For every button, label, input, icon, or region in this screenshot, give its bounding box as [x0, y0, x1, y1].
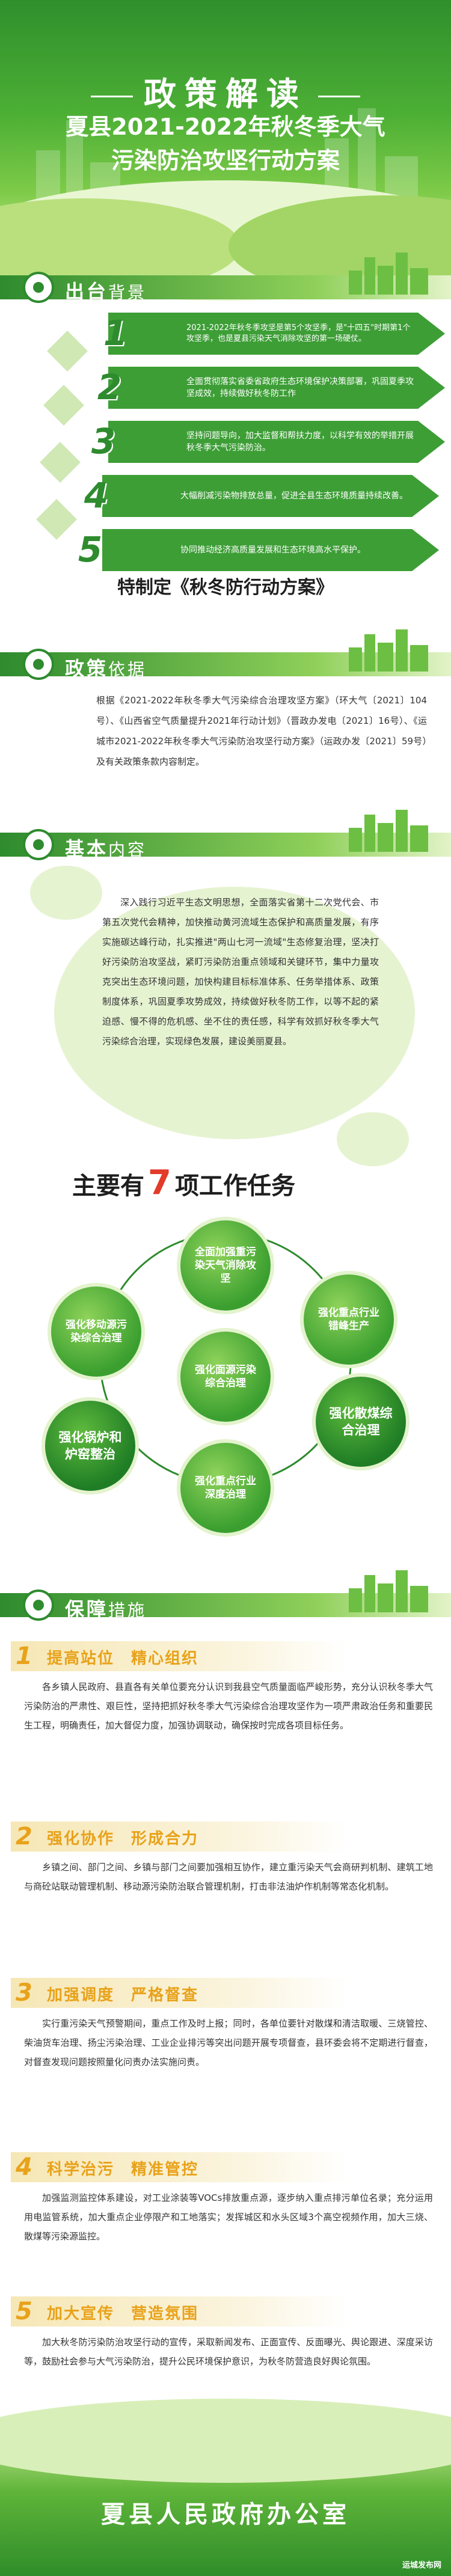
- task-circle: 全面加强重污染天气消除攻坚: [180, 1220, 271, 1311]
- section-header-basis: 政策依据: [0, 629, 451, 681]
- special-heading: 特制定《秋冬防行动方案》: [117, 577, 334, 598]
- task-circle-center: 强化面源污染综合治理: [180, 1332, 271, 1422]
- footer-text: 夏县人民政府办公室: [101, 2501, 350, 2529]
- city-icon: [343, 252, 439, 299]
- background-step: 2021-2022年秋冬季攻坚是第5个攻坚季，是"十四五"时期第1个攻坚季，也是…: [108, 313, 451, 355]
- decor-square: [47, 331, 88, 372]
- step-number: 4: [84, 475, 109, 516]
- hill-decoration: [0, 2399, 451, 2483]
- decor-square: [40, 442, 81, 483]
- decor-square: [43, 385, 84, 426]
- guarantee-paragraph: 实行重污染天气预警期间，重点工作及时上报；同时，各单位要针对散煤和清洁取暖、三烧…: [24, 2018, 433, 2067]
- background-step: 协同推动经济高质量发展和生态环境高水平保护。: [102, 529, 451, 571]
- step-number: 1: [103, 313, 128, 353]
- header-banner: 政策解读 夏县2021-2022年秋冬季大气 污染防治攻坚行动方案: [0, 0, 451, 301]
- cloud-decoration: [337, 1112, 409, 1166]
- page-subtitle-line2: 污染防治攻坚行动方案: [111, 147, 340, 174]
- step-number: 2: [97, 367, 122, 408]
- task-circle: 强化散煤综合治理: [316, 1377, 406, 1467]
- section-header-background: 出台背景: [0, 252, 451, 304]
- city-icon: [343, 629, 439, 676]
- section-bullet-icon: [23, 649, 54, 680]
- background-step: 坚持问题导向，加大监督和帮扶力度，以科学有效的举措开展秋冬季大气污染防治。: [108, 421, 451, 463]
- step-number: 3: [91, 421, 116, 462]
- watermark: 运城发布网: [402, 2561, 441, 2570]
- page-title: 政策解读: [0, 67, 451, 115]
- cloud-decoration: [30, 866, 102, 920]
- page-subtitle-line1: 夏县2021-2022年秋冬季大气: [66, 114, 385, 140]
- guarantee-paragraph: 加强监测监控体系建设，对工业涂装等VOCs排放重点源，逐步纳入重点排污单位名录；…: [24, 2192, 433, 2242]
- city-icon: [343, 1570, 439, 1617]
- step-number: 5: [78, 529, 103, 570]
- city-icon: [343, 810, 439, 857]
- task-circle: 强化锅炉和炉窑整治: [45, 1401, 135, 1491]
- guarantee-paragraph: 各乡镇人民政府、县直各有关单位要充分认识到我县空气质量面临严峻形势，充分认识秋冬…: [24, 1681, 433, 1731]
- content-paragraph: 深入践行习近平生态文明思想，全面落实省第十二次党代会、市第五次党代会精神，加快推…: [102, 897, 379, 1047]
- section-header-guarantee: 保障措施: [0, 1570, 451, 1622]
- guarantee-paragraph: 乡镇之间、部门之间、乡镇与部门之间要加强相互协作，建立重污染天气会商研判机制、建…: [24, 1862, 433, 1892]
- content-cloud: [54, 887, 415, 1139]
- guarantee-paragraph: 加大秋冬防污染防治攻坚行动的宣传，采取新闻发布、正面宣传、反面曝光、舆论跟进、深…: [24, 2337, 433, 2367]
- task-circle: 强化重点行业错峰生产: [304, 1274, 394, 1365]
- background-step: 全面贯彻落实省委省政府生态环境保护决策部署，巩固夏季攻坚成效，持续做好秋冬防工作: [108, 367, 451, 409]
- section-bullet-icon: [23, 272, 54, 303]
- basis-paragraph: 根据《2021-2022年秋冬季大气污染综合治理攻坚方案》（环大气〔2021〕1…: [96, 695, 427, 767]
- footer-banner: 夏县人民政府办公室 运城发布网: [0, 2399, 451, 2576]
- background-step: 大幅削减污染物排放总量，促进全县生态环境质量持续改善。: [102, 475, 451, 517]
- section-bullet-icon: [23, 1589, 54, 1621]
- section-header-content: 基本内容: [0, 810, 451, 861]
- task-circle: 强化移动源污染综合治理: [51, 1286, 141, 1377]
- task-circle: 强化重点行业深度治理: [180, 1443, 271, 1533]
- section-bullet-icon: [23, 829, 54, 860]
